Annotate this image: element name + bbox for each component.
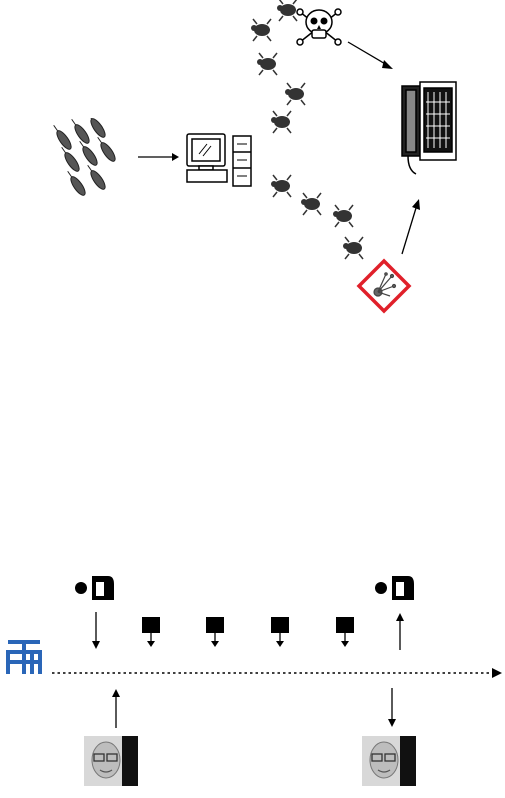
bug-icon bbox=[271, 110, 292, 134]
arrow-to-laptop-upper bbox=[347, 41, 393, 69]
bug-icon bbox=[333, 204, 354, 228]
bug-icon bbox=[251, 18, 272, 42]
arrow-up-right bbox=[396, 613, 404, 650]
lower-diagram bbox=[0, 560, 505, 798]
bug-trail-lower bbox=[271, 174, 364, 260]
bug-icon bbox=[277, 0, 298, 22]
explosive-hazard-diamond-icon bbox=[356, 258, 412, 314]
arrow-up-left-face bbox=[112, 689, 120, 728]
person-icon bbox=[75, 576, 114, 600]
face-photo-icon bbox=[84, 736, 138, 786]
bug-icon bbox=[257, 52, 278, 76]
laptop-icon bbox=[401, 81, 457, 175]
arrow-down-right-face bbox=[388, 688, 396, 727]
upper-diagram bbox=[0, 0, 505, 330]
skull-crossbones-icon bbox=[296, 8, 342, 46]
dotted-timeline-arrow bbox=[52, 668, 502, 678]
bug-icon bbox=[271, 174, 292, 198]
mosquitoes-icon bbox=[53, 118, 116, 196]
arrow-to-laptop-lower bbox=[401, 199, 420, 255]
bug-icon bbox=[285, 82, 306, 106]
person-icon bbox=[375, 576, 414, 600]
arrow-to-computer bbox=[138, 153, 179, 161]
bug-icon bbox=[301, 192, 322, 216]
arrow-down-left bbox=[92, 612, 100, 649]
tum-logo bbox=[6, 640, 42, 674]
bug-trail-upper bbox=[251, 0, 306, 134]
square-block-icon bbox=[271, 617, 289, 647]
square-block-icon bbox=[336, 617, 354, 647]
bug-icon bbox=[343, 236, 364, 260]
square-block-icon bbox=[206, 617, 224, 647]
desktop-computer-icon bbox=[186, 133, 252, 187]
square-block-icon bbox=[142, 617, 160, 647]
face-photo-icon bbox=[362, 736, 416, 786]
